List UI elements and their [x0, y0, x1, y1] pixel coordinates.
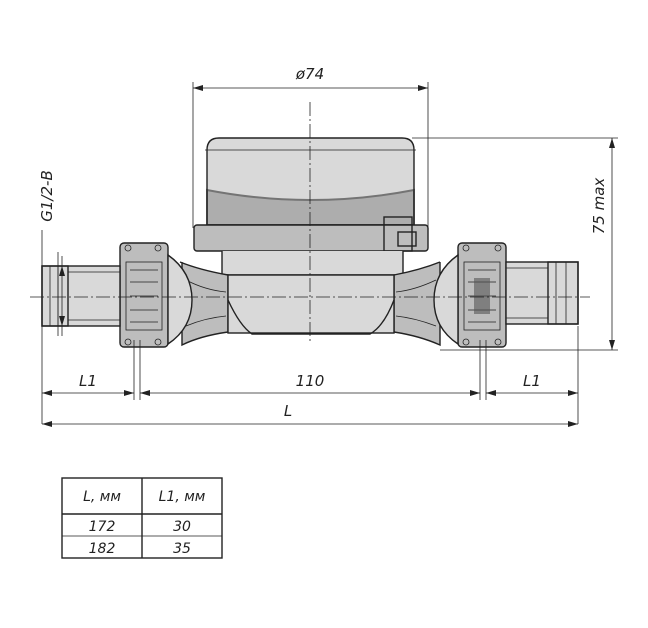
dimension-thread	[41, 230, 65, 424]
left-connector	[41, 265, 121, 327]
table-header-l: L, мм	[83, 489, 121, 505]
meter-body	[179, 261, 441, 347]
register-head	[193, 137, 429, 276]
table-cell-r1c2: 30	[173, 519, 191, 535]
overall-length-label: L	[284, 402, 292, 420]
diameter-label: ø74	[295, 65, 324, 83]
center-length-label: 110	[296, 372, 325, 390]
dimension-lengths	[42, 326, 579, 427]
dimension-height	[412, 137, 618, 351]
table-cell-r1c1: 172	[89, 519, 116, 535]
center-lines	[30, 102, 590, 342]
right-connector	[505, 261, 579, 325]
l1-right-label: L1	[523, 372, 541, 390]
right-union-nut	[433, 242, 507, 348]
height-label: 75 max	[590, 178, 608, 235]
table-header-l1: L1, мм	[159, 489, 206, 505]
dimension-table	[61, 477, 223, 559]
table-cell-r2c2: 35	[173, 541, 191, 557]
l1-left-label: L1	[79, 372, 97, 390]
left-union-nut	[119, 242, 193, 348]
table-cell-r2c1: 182	[89, 541, 116, 557]
dimension-diameter	[192, 82, 429, 228]
thread-label: G1/2-B	[38, 170, 56, 221]
